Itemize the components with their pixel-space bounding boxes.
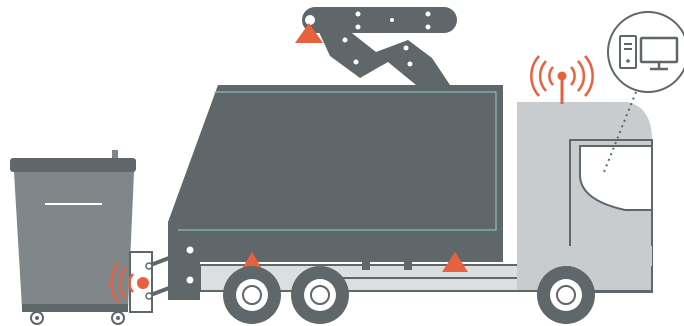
antenna-tip [558, 72, 567, 81]
lifter-pivot [186, 276, 195, 285]
signal-wave-left [540, 61, 546, 91]
arm-bolt [354, 60, 359, 65]
arm-bolt [404, 46, 409, 51]
wireless-signal-icon [531, 56, 592, 104]
signal-wave-right [585, 56, 593, 96]
arm-bolt [378, 42, 383, 47]
caster-hub [35, 316, 39, 320]
signal-wave-left [549, 67, 553, 85]
cab-bumper-area [560, 246, 652, 266]
signal-wave-right [571, 67, 575, 85]
bin-base [22, 304, 128, 312]
rim [236, 279, 268, 311]
caster-hub [116, 316, 120, 320]
bin-body [14, 172, 134, 308]
arm-bolt [408, 62, 413, 67]
rim [550, 279, 582, 311]
bin-wheel [112, 312, 124, 324]
chassis-bracket [362, 262, 370, 270]
waste-bin [10, 150, 136, 324]
wheel [223, 266, 281, 324]
arm-bolt [426, 25, 431, 30]
arm-bolt [356, 12, 361, 17]
arm-bolt [343, 38, 348, 43]
bin-wheel [31, 312, 43, 324]
chassis-bracket [404, 262, 412, 270]
arm-bolt [374, 74, 379, 79]
computer-tower [620, 36, 636, 68]
lifter-bolt [146, 293, 152, 299]
arm-linkage [318, 30, 450, 85]
arm-top-bar [302, 7, 457, 33]
wheel [537, 266, 595, 324]
bin-lid [10, 158, 136, 172]
sensor-dot [137, 277, 149, 289]
arm-pivot [305, 15, 315, 25]
lifting-arm [295, 7, 457, 85]
rim [304, 279, 336, 311]
tower-button [626, 59, 630, 63]
monitor-screen [641, 38, 677, 62]
lifter-pivot [186, 246, 195, 255]
arm-bolt [356, 25, 361, 30]
wheel [291, 266, 349, 324]
arm-bolt [390, 18, 394, 22]
signal-wave-right [578, 61, 584, 91]
truck-cab [517, 102, 652, 292]
signal-wave-left [531, 56, 539, 96]
arm-bolt [426, 12, 431, 17]
lifter-bolt [146, 263, 152, 269]
